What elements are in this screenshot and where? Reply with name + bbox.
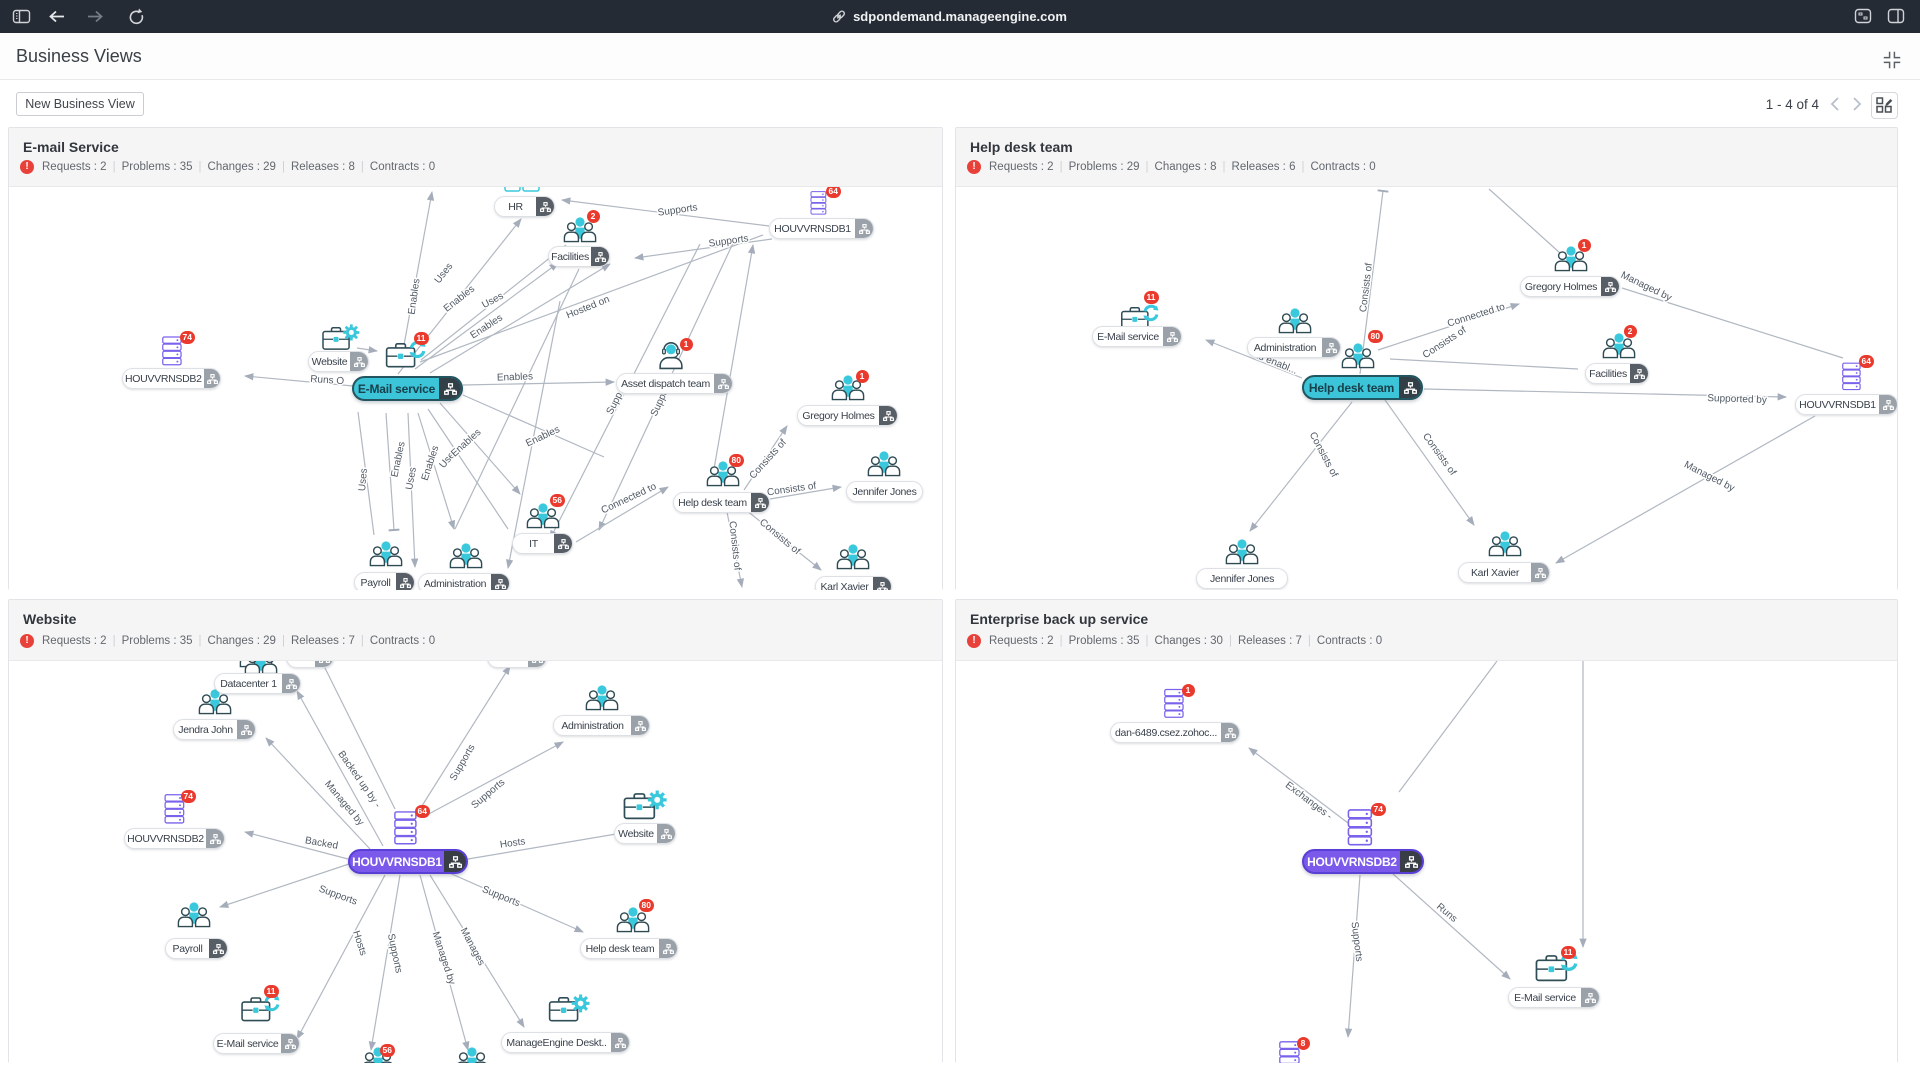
svg-text:Managed by: Managed by xyxy=(1619,270,1673,304)
svg-text:Uses: Uses xyxy=(404,466,419,490)
svg-text:Consists of: Consists of xyxy=(1421,325,1469,361)
svg-text:Supports: Supports xyxy=(317,884,358,908)
svg-text:Hosts: Hosts xyxy=(499,836,526,850)
svg-text:Connected to: Connected to xyxy=(1446,302,1507,330)
svg-text:Uses: Uses xyxy=(433,261,456,286)
svg-text:Consists of: Consists of xyxy=(757,517,802,557)
svg-text:Managed by: Managed by xyxy=(1682,459,1736,494)
svg-text:Enables: Enables xyxy=(389,441,407,479)
svg-text:Hosts: Hosts xyxy=(350,929,368,957)
svg-text:Managed by: Managed by xyxy=(430,930,457,986)
svg-text:Uses: Uses xyxy=(480,291,505,311)
svg-text:Consists of: Consists of xyxy=(1358,262,1375,313)
svg-text:Runs O: Runs O xyxy=(310,374,345,387)
svg-text:Consists of: Consists of xyxy=(1420,431,1458,478)
svg-text:Enables: Enables xyxy=(449,427,483,459)
svg-text:Enables: Enables xyxy=(407,278,423,315)
svg-text:Manages: Manages xyxy=(458,926,487,967)
svg-text:Supports: Supports xyxy=(1349,921,1365,962)
svg-text:Supports: Supports xyxy=(448,743,478,783)
svg-text:Consists of: Consists of xyxy=(726,521,742,572)
svg-text:Supports: Supports xyxy=(385,933,404,974)
svg-text:Enables: Enables xyxy=(497,371,534,383)
svg-text:Uses: Uses xyxy=(357,468,370,492)
svg-text:Connected to: Connected to xyxy=(600,481,659,516)
svg-text:Enables: Enables xyxy=(524,424,561,449)
svg-text:Hosted on: Hosted on xyxy=(565,294,611,321)
svg-text:Consists of: Consists of xyxy=(748,437,789,481)
svg-text:Exchanges -: Exchanges - xyxy=(1283,780,1334,822)
svg-text:Supported by: Supported by xyxy=(1707,393,1767,406)
svg-text:Enables: Enables xyxy=(442,284,477,315)
svg-text:Supports: Supports xyxy=(480,884,521,909)
